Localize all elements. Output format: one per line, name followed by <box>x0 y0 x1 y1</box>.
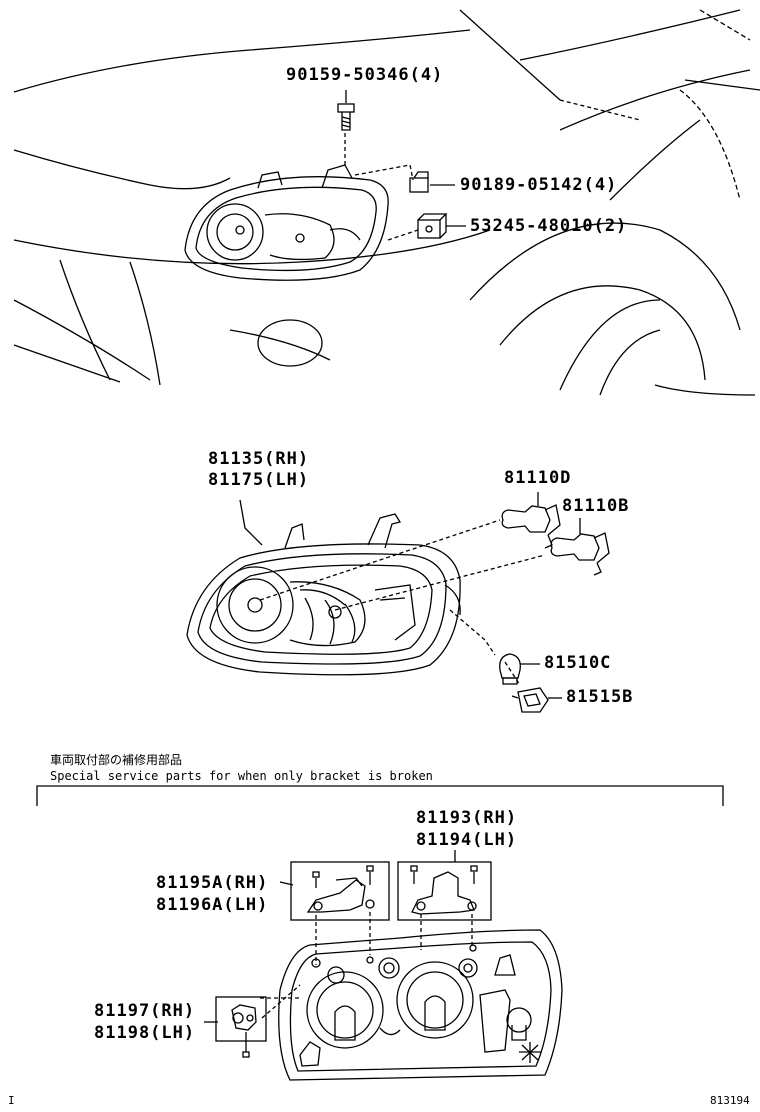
socket-81515b-icon <box>511 687 549 713</box>
label-bracket-low-lh: 81198(LH) <box>94 1023 196 1043</box>
bracket-box-81193 <box>397 861 492 921</box>
label-bulb-c: 81510C <box>544 653 612 673</box>
label-nut: 90189-05142(4) <box>460 175 618 195</box>
footer-left-mark: I <box>8 1094 15 1107</box>
label-bracket-low-rh: 81197(RH) <box>94 1001 196 1021</box>
label-socket-b: 81515B <box>566 687 634 707</box>
label-clip: 53245-48010(2) <box>470 216 628 236</box>
bracket-81195a-icon <box>306 865 375 913</box>
headlamp-in-vehicle <box>184 132 419 281</box>
figure-number: 813194 <box>710 1094 750 1107</box>
bracket-box-81195a <box>290 861 390 921</box>
bulb-81110d-icon <box>501 504 561 549</box>
label-bracket-top-lh: 81194(LH) <box>416 830 518 850</box>
label-bulb-d: 81110D <box>504 468 572 488</box>
bracket-box-81197 <box>215 996 267 1042</box>
label-bracket-mid-lh: 81196A(LH) <box>156 895 269 915</box>
label-bracket-mid-rh: 81195A(RH) <box>156 873 269 893</box>
bolt-icon <box>337 103 355 131</box>
nut-icon <box>409 171 429 193</box>
label-unit-lh: 81175(LH) <box>208 470 310 490</box>
headlamp-unit <box>186 513 546 686</box>
clip-icon <box>417 213 448 239</box>
leader-unit <box>239 499 263 546</box>
label-bolt: 90159-50346(4) <box>286 65 444 85</box>
label-bracket-top-rh: 81193(RH) <box>416 808 518 828</box>
label-unit-rh: 81135(RH) <box>208 449 310 469</box>
bracket-81197-icon <box>231 1004 257 1058</box>
bulb-81110b-icon <box>550 532 610 576</box>
note-bracket-line <box>36 785 724 806</box>
note-english: Special service parts for when only brac… <box>50 769 433 783</box>
headlamp-rear-view <box>278 929 563 1081</box>
bracket-81193-icon <box>410 865 478 915</box>
car-body-illustration <box>13 9 760 396</box>
bulb-81510c-icon <box>499 653 521 685</box>
label-bulb-b: 81110B <box>562 496 630 516</box>
note-japanese: 車両取付部の補修用部品 <box>50 753 183 767</box>
